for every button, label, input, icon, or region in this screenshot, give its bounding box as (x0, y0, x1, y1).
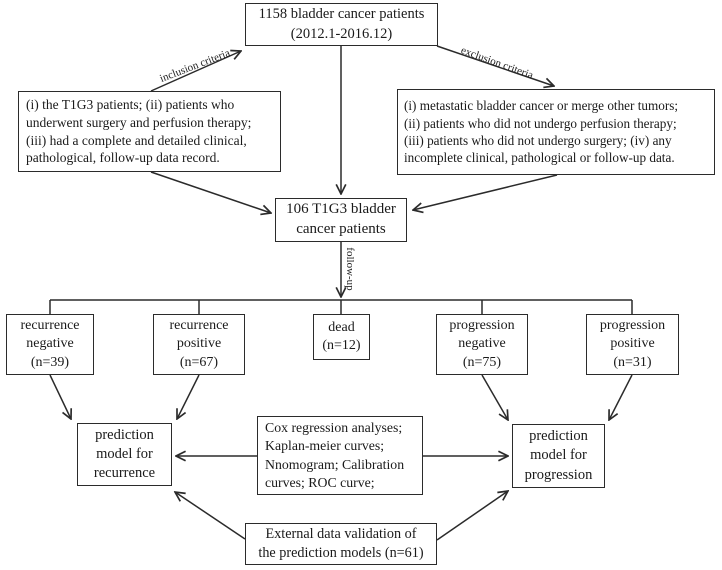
node-line: progression (599, 317, 666, 333)
node-line: Cox regression analyses; (265, 420, 403, 436)
node-line: Nnomogram; Calibration (265, 456, 405, 472)
node-line: the prediction models (n=61) (258, 545, 424, 561)
node-inclusion-criteria: (i) the T1G3 patients; (ii) patients who… (18, 91, 281, 172)
node-line: (iii) had a complete and detailed clinic… (26, 132, 247, 148)
node-exclusion-criteria: (i) metastatic bladder cancer or merge o… (397, 89, 715, 175)
node-cohort: 106 T1G3 bladder cancer patients (275, 198, 407, 242)
node-line: (n=12) (322, 338, 361, 353)
edge-recneg-to-predrec (49, 374, 71, 419)
edge-label-follow-up: follow-up (344, 247, 356, 291)
node-line: model for (530, 447, 587, 464)
edge-external-to-predprog (436, 491, 508, 541)
edge-total-to-exclusion (436, 45, 554, 86)
node-external-validation: External data validation of the predicti… (245, 523, 437, 565)
node-line: (iii) patients who did not undergo surge… (404, 133, 672, 148)
node-line: incomplete clinical, pathological or fol… (404, 150, 675, 166)
node-prediction-model-progression: prediction model for progression (512, 424, 605, 488)
node-line: underwent surgery and perfusion therapy; (26, 114, 252, 130)
node-total-patients: 1158 bladder cancer patients (2012.1-201… (245, 3, 438, 46)
edge-progpos-to-predprog (609, 374, 633, 420)
node-line: negative (26, 336, 74, 352)
node-line: negative (458, 336, 506, 352)
node-line: curves; ROC curve; (265, 474, 375, 490)
node-line: recurrence (169, 317, 229, 333)
node-line: 1158 bladder cancer patients (258, 6, 425, 23)
edge-progneg-to-predprog (481, 374, 508, 420)
node-line: model for (96, 445, 153, 462)
node-line: (n=75) (462, 354, 502, 370)
node-line: recurrence (93, 465, 156, 482)
edge-inclusion-to-total (150, 51, 241, 92)
node-line: recurrence (20, 317, 80, 333)
node-progression-positive: progression positive (n=31) (586, 314, 679, 375)
node-line: (i) metastatic bladder cancer or merge o… (404, 98, 679, 114)
node-line: positive (176, 336, 222, 352)
node-line: pathological, follow-up data record. (26, 150, 220, 166)
node-line: prediction (529, 428, 588, 445)
node-line: (ii) patients who did not undergo perfus… (404, 115, 677, 131)
edge-outcome-connector (49, 299, 633, 314)
edge-recpos-to-predrec (177, 374, 200, 419)
node-line: (n=67) (179, 354, 219, 370)
node-line: positive (610, 336, 655, 352)
node-line: progression (524, 466, 593, 483)
node-line: 106 T1G3 bladder (286, 201, 396, 218)
edge-exclusion-to-cohort (413, 174, 558, 210)
node-recurrence-negative: recurrence negative (n=39) (6, 314, 94, 375)
node-line: dead (328, 319, 355, 335)
node-line: progression (449, 317, 515, 333)
node-line: (i) the T1G3 patients; (ii) patients who (26, 96, 235, 112)
node-recurrence-positive: recurrence positive (n=67) (153, 314, 245, 375)
node-line: (n=39) (30, 354, 70, 370)
node-analysis-methods: Cox regression analyses; Kaplan-meier cu… (257, 416, 423, 495)
edge-external-to-predrec (175, 492, 246, 540)
node-line: External data validation of (265, 526, 417, 543)
node-progression-negative: progression negative (n=75) (436, 314, 528, 375)
node-prediction-model-recurrence: prediction model for recurrence (77, 423, 172, 486)
edge-inclusion-to-cohort (150, 171, 271, 213)
node-line: Kaplan-meier curves; (265, 438, 385, 454)
node-line: cancer patients (296, 221, 386, 237)
node-dead: dead (n=12) (313, 314, 370, 360)
node-line: prediction (95, 426, 154, 443)
node-line: (2012.1-2016.12) (290, 25, 393, 42)
node-line: (n=31) (613, 354, 652, 370)
